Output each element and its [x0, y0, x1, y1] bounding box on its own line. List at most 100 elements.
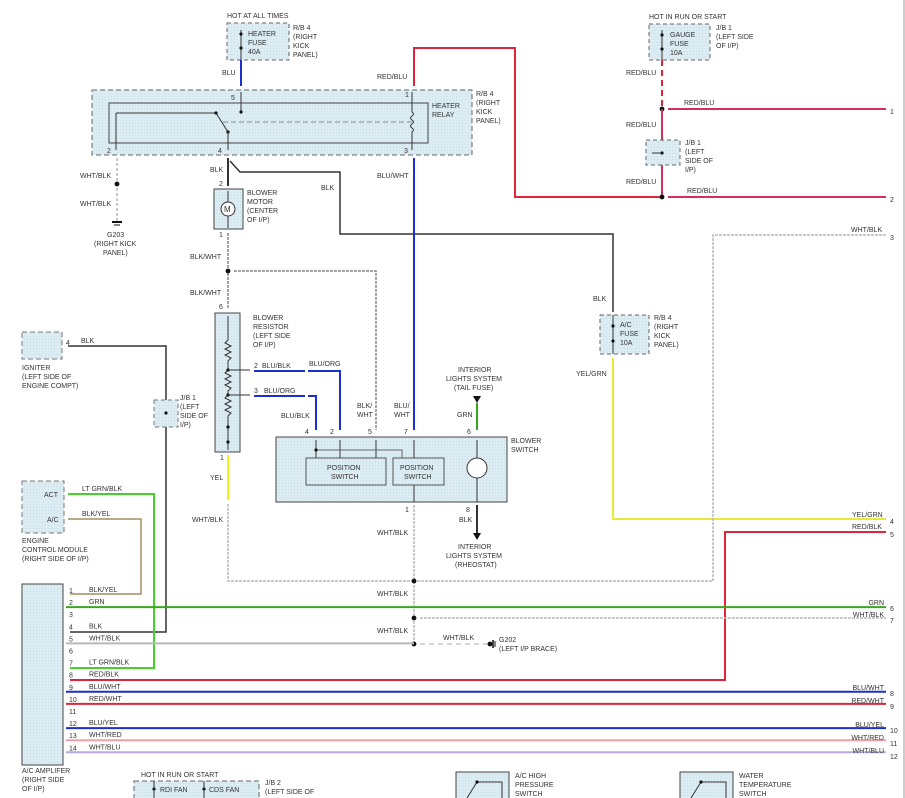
position-switch-1-line-2: SWITCH [331, 474, 359, 481]
blower-motor-line-4: OF I/P) [247, 217, 270, 224]
heater-relay-loc-1: R/B 4 [476, 91, 494, 98]
heater-fuse-loc-1: R/B 4 [293, 25, 311, 32]
label-red-blu-c: RED/BLU [626, 122, 656, 129]
label-wht-blk-s2: WHT/BLK [377, 591, 408, 598]
label-yel-grn-a: YEL/GRN [576, 371, 607, 378]
label-yel-grn-b: YEL/GRN [852, 512, 883, 519]
heater-fuse: HOT AT ALL TIMES HEATER FUSE 40A R/B 4 (… [226, 13, 318, 61]
ac-fuse-line-3: 10A [620, 340, 633, 347]
amplifier-pin-number: 5 [69, 636, 73, 643]
amplifier-pin-number: 13 [69, 733, 77, 740]
jb1-left-loc-2: (LEFT [180, 404, 200, 411]
label-wht-blk-g2: WHT/BLK [80, 201, 111, 208]
wire-blk-wht-switch [234, 270, 377, 430]
jb2-fuse-2: CDS FAN [209, 787, 239, 794]
heater-relay-line-2: RELAY [432, 112, 455, 119]
junction-dot [411, 578, 417, 584]
ecm-pin-act: ACT [44, 492, 59, 499]
amplifier-pin-wire-label: LT GRN/BLK [89, 660, 130, 667]
wire-wht-blk-resistor [227, 504, 414, 582]
ground-g203: G203 (RIGHT KICK PANEL) [94, 221, 137, 257]
label-blu-wht-relay: BLU/WHT [377, 173, 409, 180]
wire-lt-grn-blk [68, 493, 155, 669]
amplifier-pin-wire-label: BLK/YEL [89, 587, 118, 594]
right-output-list: 123456GRN7WHT/BLK8BLU/WHT9RED/WHT10BLU/Y… [851, 109, 898, 761]
label-blk-yel-ecm: BLK/YEL [82, 511, 111, 518]
label-blk-igniter: BLK [81, 338, 95, 345]
label-red-blu-b: RED/BLU [684, 100, 714, 107]
ac-high-pressure-line-3: SWITCH [515, 791, 543, 798]
label-blu-wht-split-1: BLU/ [394, 403, 410, 410]
right-output-number: 8 [890, 691, 894, 698]
amplifier-pin-wire-label: RED/BLK [89, 672, 119, 679]
ac-amplifier-line-1: A/C AMPLIFER [22, 768, 70, 775]
wire-red-blk [70, 531, 886, 681]
heater-relay-loc-3: KICK [476, 109, 493, 116]
label-blk-rheostat: BLK [459, 517, 473, 524]
igniter-pin: 4 [66, 340, 70, 347]
right-output-number: 12 [890, 754, 898, 761]
switch-pin-6: 6 [467, 429, 471, 436]
ac-fuse-line-2: FUSE [620, 331, 639, 338]
switch-pin-1: 1 [405, 507, 409, 514]
resistor-pin-3: 3 [254, 388, 258, 395]
junction-dot [411, 615, 417, 621]
blower-resistor-line-4: OF I/P) [253, 342, 276, 349]
label-blk-wht-split-1: BLK/ [357, 403, 372, 410]
engine-control-module: ACT A/C ENGINE CONTROL MODULE (RIGHT SID… [21, 480, 89, 563]
interior-rheostat-line-3: (RHEOSTAT) [455, 562, 497, 569]
label-blu-org-1: BLU/ORG [309, 361, 341, 368]
label-wht-blk-g202: WHT/BLK [443, 635, 474, 642]
label-blu-wht-split-2: WHT [394, 412, 411, 419]
blower-resistor-line-2: RESISTOR [253, 324, 289, 331]
motor-pin-2: 2 [219, 181, 223, 188]
amplifier-pin-number: 12 [69, 721, 77, 728]
jb2-loc-1: J/B 2 [265, 780, 281, 787]
gauge-fuse-line-2: FUSE [670, 41, 689, 48]
ground-g202: G202 (LEFT I/P BRACE) [487, 637, 557, 653]
ac-fuse-loc-1: R/B 4 [654, 315, 672, 322]
amplifier-pin-number: 3 [69, 612, 73, 619]
right-output-number: 10 [890, 728, 898, 735]
heater-relay-loc-4: PANEL) [476, 118, 501, 125]
igniter-line-1: IGNITER [22, 365, 50, 372]
blower-motor: 2 M 1 BLOWER MOTOR (CENTER OF I/P) [213, 181, 278, 239]
switch-pin-5: 5 [368, 429, 372, 436]
gauge-fuse: HOT IN RUN OR START GAUGE FUSE 10A J/B 1… [648, 14, 754, 61]
amplifier-pin-number: 10 [69, 697, 77, 704]
label-wht-blk-s3: WHT/BLK [377, 628, 408, 635]
g202-line-1: G202 [499, 637, 516, 644]
water-temp-line-3: SWITCH [739, 791, 767, 798]
label-grn-tail: GRN [457, 412, 473, 419]
amplifier-pin-number: 1 [69, 588, 73, 595]
wire-blu-blk-2 [308, 395, 317, 430]
ac-fuse-loc-2: (RIGHT [654, 324, 679, 331]
jb2-loc-2: (LEFT SIDE OF [265, 789, 314, 796]
wire-yel-grn [612, 358, 886, 520]
label-red-blu-relay: RED/BLU [377, 74, 407, 81]
blower-motor-line-2: MOTOR [247, 199, 273, 206]
label-blk-wht-split-2: WHT [357, 412, 374, 419]
right-output-number: 1 [890, 109, 894, 116]
switch-pin-2: 2 [330, 429, 334, 436]
gauge-fuse-loc-3: OF I/P) [716, 43, 739, 50]
label-blk-acfuse: BLK [593, 296, 607, 303]
heater-fuse-loc-2: (RIGHT [293, 34, 318, 41]
amplifier-pin-wire-label: BLU/WHT [89, 684, 121, 691]
label-yel: YEL [210, 475, 223, 482]
right-output-wire-label: BLU/YEL [855, 722, 884, 729]
label-lt-grn-blk-ecm: LT GRN/BLK [82, 486, 123, 493]
amplifier-pin-number: 14 [69, 745, 77, 752]
gauge-fuse-loc-1: J/B 1 [716, 25, 732, 32]
heater-fuse-loc-3: KICK [293, 43, 310, 50]
right-output-wire-label: WHT/BLK [853, 612, 884, 619]
ac-fuse: A/C FUSE 10A R/B 4 (RIGHT KICK PANEL) [599, 314, 679, 355]
wire-blk-igniter [68, 345, 167, 633]
ac-amplifier: A/C AMPLIFER (RIGHT SIDE OF I/P) [21, 583, 70, 793]
heater-fuse-line-3: 40A [248, 49, 261, 56]
g203-line-3: PANEL) [103, 250, 128, 257]
amplifier-pin-wire-label: WHT/BLU [89, 744, 121, 751]
interior-rheostat-line-1: INTERIOR [458, 544, 491, 551]
amplifier-pin-number: 4 [69, 624, 73, 631]
right-output-wire-label: WHT/RED [851, 735, 884, 742]
